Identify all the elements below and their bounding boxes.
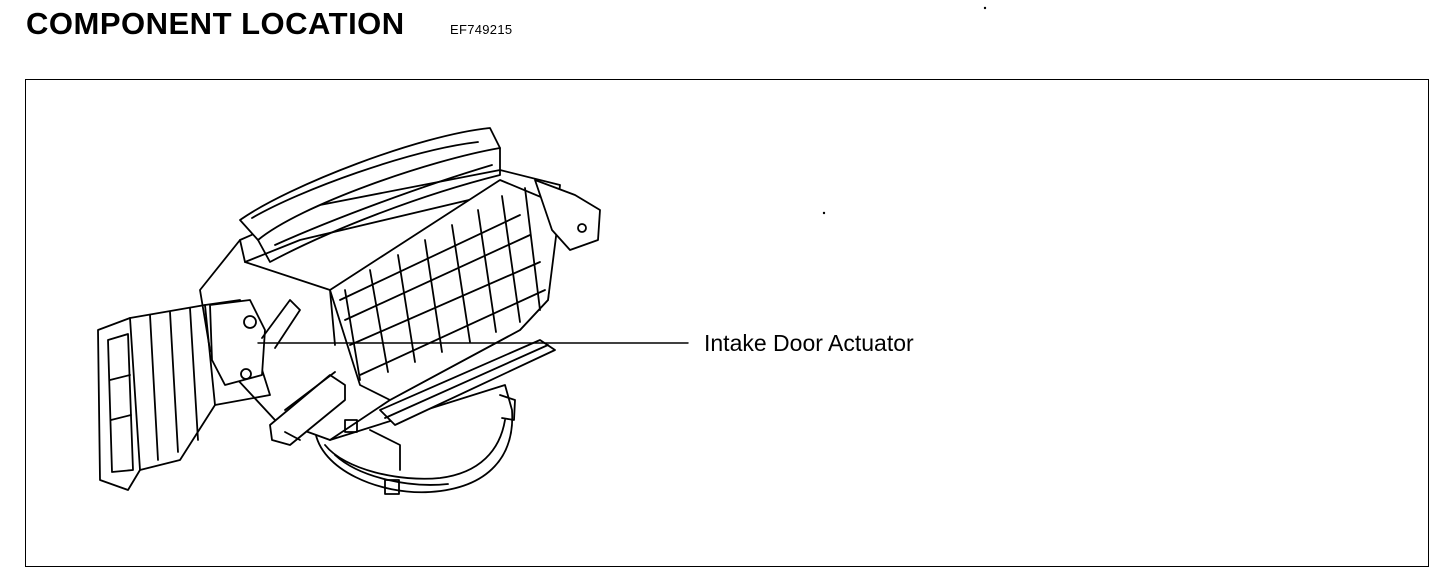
lower-front-bracket [269,371,346,446]
air-inlet-duct [239,127,501,263]
page-title: COMPONENT LOCATION [26,6,405,41]
intake-door-actuator [209,299,301,386]
callout-label-intake-door-actuator: Intake Door Actuator [704,330,914,356]
figure-frame [25,79,1429,567]
outlet-duct-left [97,299,271,491]
lower-rail [344,339,556,471]
mounting-bracket-right [534,179,601,251]
filter-cover-ribs [329,179,561,401]
blower-motor-housing [314,384,516,495]
document-code: EF749215 [450,22,513,37]
